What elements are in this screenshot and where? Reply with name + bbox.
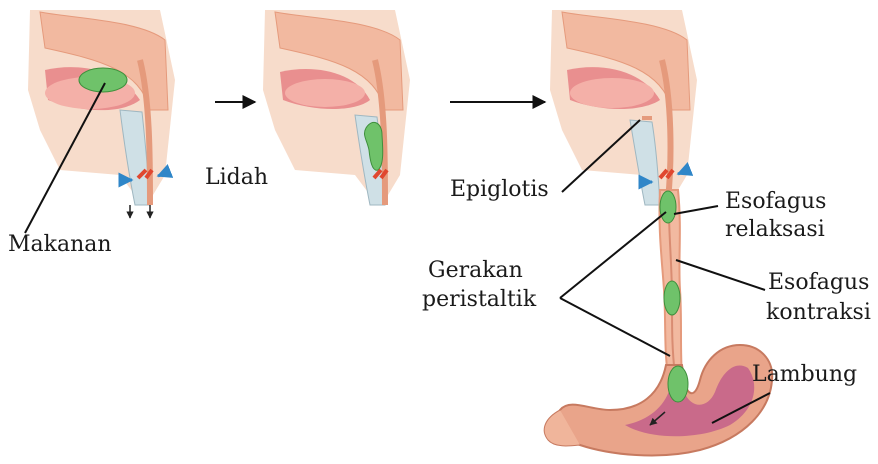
esophagus	[659, 190, 682, 375]
label-lidah: Lidah	[205, 165, 268, 191]
label-esofagus-relaksasi-2: relaksasi	[725, 217, 825, 243]
leader-esofagus-kontraksi	[676, 260, 765, 290]
label-makanan: Makanan	[8, 232, 112, 258]
head-panel-3	[550, 10, 697, 205]
label-esofagus-kontraksi-2: kontraksi	[766, 300, 871, 326]
bolus-3a	[660, 191, 676, 223]
label-esofagus-relaksasi-1: Esofagus	[725, 189, 826, 215]
head-panel-2	[263, 10, 410, 205]
leader-peristaltik-upper	[560, 212, 666, 298]
leader-esofagus-relaksasi	[674, 206, 718, 214]
bolus-3b	[664, 281, 680, 315]
label-gerakan-peristaltik-2: peristaltik	[422, 287, 536, 313]
label-lambung: Lambung	[752, 362, 857, 388]
label-epiglotis: Epiglotis	[450, 177, 549, 203]
bolus-4	[668, 366, 688, 402]
label-gerakan-peristaltik-1: Gerakan	[428, 258, 523, 284]
label-esofagus-kontraksi-1: Esofagus	[768, 270, 869, 296]
leader-peristaltik-lower	[560, 298, 670, 356]
stomach	[544, 345, 772, 455]
